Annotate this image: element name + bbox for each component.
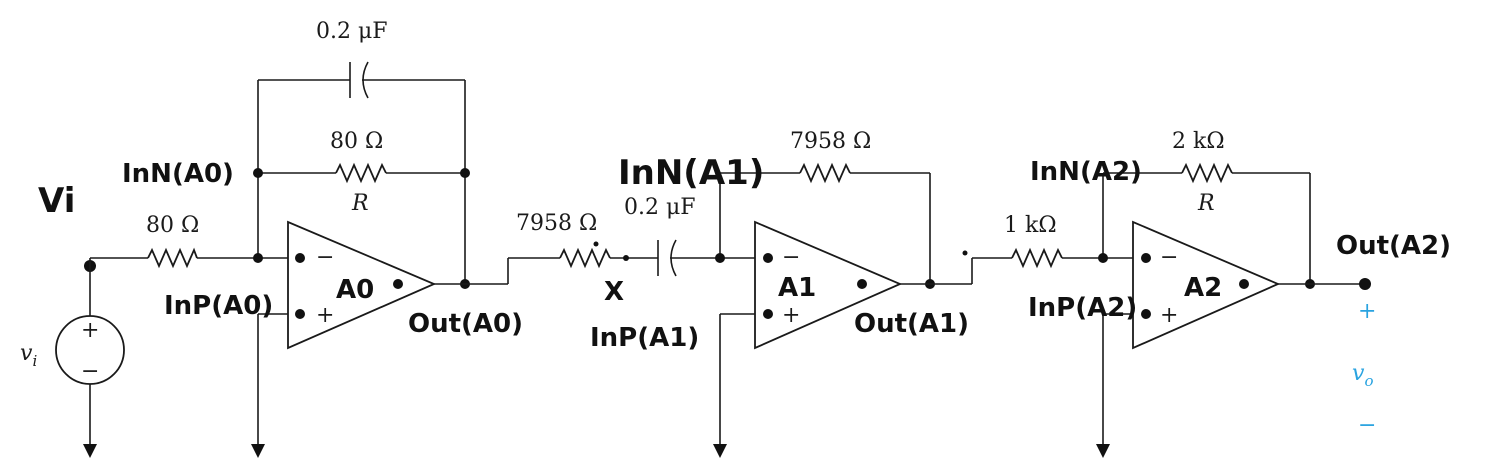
opamp-a2: [1132, 220, 1281, 350]
ground-arrow: [83, 444, 97, 458]
source-plus: +: [81, 318, 99, 343]
output-voltage-label: + vo −: [1352, 299, 1376, 438]
annotation-inp-a1: InP(A1): [590, 323, 699, 353]
output-label: vo: [1352, 361, 1373, 390]
node-dot: [715, 253, 725, 263]
resistor-feedback-a2: [1181, 162, 1233, 184]
voltage-source: + − vi: [20, 258, 125, 458]
opamp-minus-sign: −: [316, 245, 334, 270]
output-plus: +: [1358, 299, 1376, 324]
annotation-innn-a2: InN(A2): [1030, 157, 1142, 187]
node-dot: [1098, 253, 1108, 263]
annotation-out-a0: Out(A0): [408, 309, 523, 339]
opamp-minus-sign: −: [782, 245, 800, 270]
resistor-label-feedback-a2: 2 kΩ: [1172, 129, 1225, 154]
ground-arrow: [251, 444, 265, 458]
stage-a1: − + 7958 Ω: [713, 129, 935, 458]
resistor-label-series-mid: 7958 Ω: [516, 211, 597, 236]
node-dot: [623, 255, 629, 261]
annotation-amp-a2: A2: [1184, 273, 1222, 303]
ground-arrow: [1096, 444, 1110, 458]
resistor-label-input-a2: 1 kΩ: [1004, 213, 1057, 238]
annotation-out-a1: Out(A1): [854, 309, 969, 339]
stage-a0: − + 0.2 μF 80 Ω R 80 Ω: [90, 19, 470, 458]
annotation-out-a2: Out(A2): [1336, 231, 1451, 261]
capacitor-label-mid: 0.2 μF: [624, 195, 696, 220]
annotation-inp-a2: InP(A2): [1028, 293, 1137, 323]
resistor-symbol-a0: R: [351, 191, 369, 216]
node-dot: [1239, 279, 1249, 289]
ground-arrow: [713, 444, 727, 458]
node-dot: [253, 253, 263, 263]
node-dot: [460, 168, 470, 178]
resistor-series-mid: [559, 247, 611, 269]
resistor-input-a0: [147, 247, 198, 269]
source-minus: −: [81, 359, 99, 384]
node-dot: [763, 309, 773, 319]
annotation-vi: Vi: [38, 181, 75, 221]
output-minus: −: [1358, 413, 1376, 438]
opamp-a1: [754, 220, 903, 350]
capacitor-label-a0: 0.2 μF: [316, 19, 388, 44]
node-dot: [857, 279, 867, 289]
node-dot: [295, 253, 305, 263]
output-terminal: [1359, 278, 1371, 290]
series-network: 7958 Ω 0.2 μF: [465, 195, 755, 285]
node-dot: [295, 309, 305, 319]
opamp-minus-sign: −: [1160, 245, 1178, 270]
annotation-amp-a0: A0: [336, 275, 374, 305]
opamp-plus-sign: +: [782, 303, 800, 328]
stage-a2: − + 1 kΩ 2 kΩ R: [930, 129, 1371, 458]
opamp-plus-sign: +: [1160, 303, 1178, 328]
opamp-a0: [287, 220, 437, 350]
node-dot: [1141, 253, 1151, 263]
node-dot: [962, 250, 968, 256]
annotation-inp-a0: InP(A0): [164, 291, 273, 321]
node-dot: [1141, 309, 1151, 319]
node-dot: [253, 168, 263, 178]
annotation-amp-a1: A1: [778, 273, 816, 303]
resistor-input-a2: [1011, 247, 1063, 269]
annotation-innn-a0: InN(A0): [122, 159, 234, 189]
resistor-label-feedback-a0: 80 Ω: [330, 129, 383, 154]
resistor-symbol-a2: R: [1197, 191, 1215, 216]
annotation-cross: X: [604, 277, 624, 307]
resistor-label-input-a0: 80 Ω: [146, 213, 199, 238]
annotation-innn-a1: InN(A1): [618, 153, 764, 193]
opamp-plus-sign: +: [316, 303, 334, 328]
source-label: vi: [20, 341, 37, 370]
resistor-label-feedback-a1: 7958 Ω: [790, 129, 871, 154]
resistor-feedback-a0: [335, 162, 387, 184]
node-dot: [763, 253, 773, 263]
resistor-feedback-a1: [799, 162, 851, 184]
node-dot: [593, 241, 599, 247]
node-dot: [393, 279, 403, 289]
handwritten-annotations: Vi InN(A0) InP(A0) Out(A0) A0 InN(A1) In…: [38, 153, 1451, 353]
